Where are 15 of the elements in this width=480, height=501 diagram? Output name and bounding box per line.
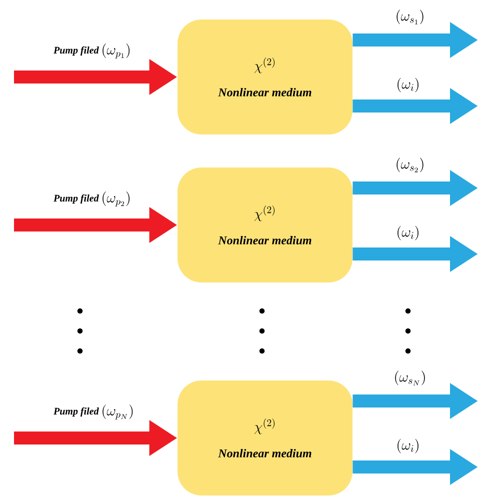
formula-label: $(\omega_{p_N})$: [102, 404, 133, 420]
edge-label: $(\omega_{s_1})$: [396, 10, 424, 24]
edge-label: Pump filed: [54, 407, 99, 417]
edge-label: $(\omega_i)$: [398, 78, 418, 92]
medium-box: $\chi^{(2)}$ Nonlinear medium: [178, 20, 352, 134]
edge-label: $(\omega_i)$: [398, 226, 418, 240]
medium-box: $\chi^{(2)}$ Nonlinear medium: [178, 380, 352, 496]
medium-box: $\chi^{(2)}$ Nonlinear medium: [178, 168, 352, 282]
edge-label: $(\omega_i)$: [398, 438, 418, 454]
edge-label: $(\omega_{s_N})$: [395, 370, 425, 386]
formula-label: $(\omega_{p_1})$: [102, 44, 130, 58]
edge-label: $(\omega_{s_2})$: [396, 158, 424, 172]
edge-label: Pump filed: [54, 46, 99, 56]
formula-label: $(\omega_{p_2})$: [102, 192, 130, 206]
edge-label: Pump filed: [54, 194, 99, 204]
